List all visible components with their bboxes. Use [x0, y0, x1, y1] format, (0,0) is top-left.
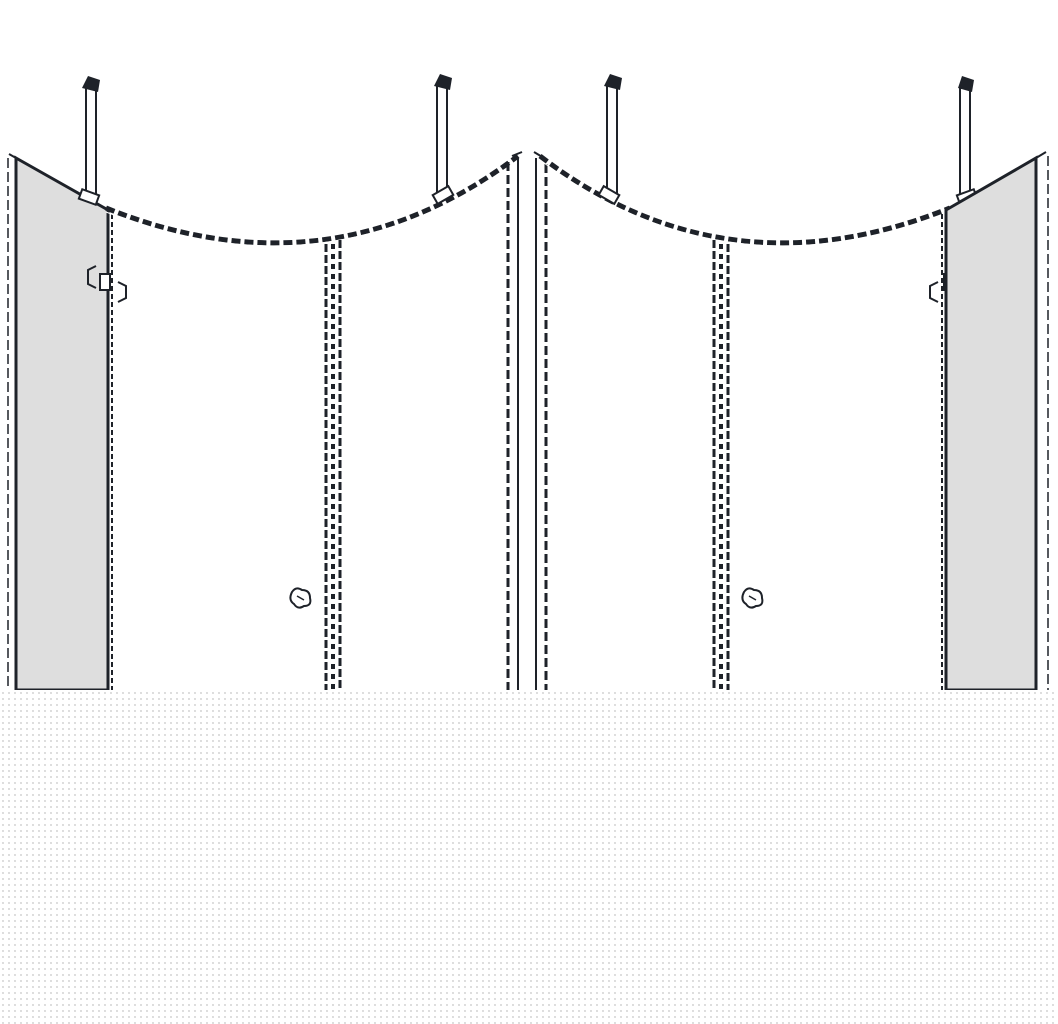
right-shower-enclosure — [533, 74, 1049, 692]
right-door-knob — [741, 587, 764, 609]
left-fixed-glass-panel — [8, 153, 113, 692]
left-shower-enclosure — [7, 74, 523, 692]
right-enclosure-end-post — [533, 151, 548, 690]
left-hinge-bracket — [87, 265, 127, 303]
left-door-knob — [289, 587, 312, 609]
left-ceiling-rod-1 — [77, 76, 101, 207]
left-door-seal — [324, 240, 342, 690]
left-ceiling-rod-2 — [431, 74, 455, 206]
right-ceiling-rod-2 — [955, 76, 979, 207]
right-ceiling-rod-1 — [597, 74, 622, 206]
left-enclosure-end-post — [506, 151, 523, 690]
dotted-background-area — [0, 690, 1058, 1024]
right-curved-top-rail — [538, 154, 951, 247]
right-fixed-glass-panel — [941, 151, 1047, 692]
left-curved-top-rail — [105, 154, 520, 247]
right-door-seal — [712, 240, 730, 690]
